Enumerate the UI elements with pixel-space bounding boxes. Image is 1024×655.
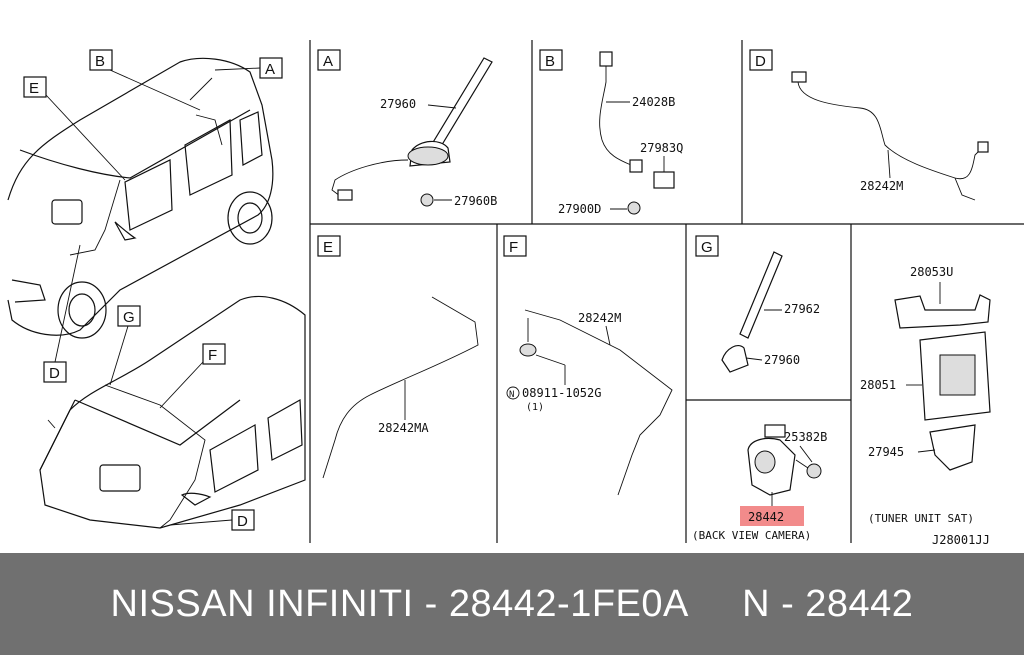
part-28242m-f: 28242M — [578, 311, 621, 325]
part-25382b: 25382B — [784, 430, 827, 444]
callout-e: E — [29, 80, 39, 97]
panel-a: A 27960 27960B — [317, 49, 497, 208]
panel-camera: 25382B 28442 (BACK VIEW CAMERA) — [692, 424, 827, 542]
panel-g: G 27962 27960 — [695, 235, 820, 373]
panel-b: B 24028B 27983Q 27900D — [539, 49, 683, 216]
highlight-28442 — [740, 506, 804, 526]
part-27960b: 27960B — [454, 194, 497, 208]
callout-g: G — [123, 309, 135, 326]
panel-e: E 28242MA — [317, 235, 479, 479]
part-27983q: 27983Q — [640, 141, 683, 155]
part-28242ma: 28242MA — [378, 421, 429, 435]
tuner-caption: (TUNER UNIT SAT) — [868, 512, 974, 525]
diagram-code: J28001JJ — [932, 533, 990, 547]
callout-a: A — [265, 61, 275, 78]
callout-b: B — [95, 53, 105, 70]
part-27900d: 27900D — [558, 202, 601, 216]
part-number-banner: NISSAN INFINITI - 28442-1FE0A N - 28442 — [0, 553, 1024, 655]
part-27960-g: 27960 — [764, 353, 800, 367]
panel-grid — [309, 40, 1024, 543]
overview-car-top — [7, 57, 274, 339]
callout-f: F — [208, 347, 217, 364]
panel-tuner: 28053U 28051 27945 (TUNER UNIT SAT) — [860, 265, 991, 525]
panel-g-letter: G — [701, 239, 713, 256]
part-quantity: (1) — [526, 402, 544, 413]
part-27960: 27960 — [380, 97, 416, 111]
panel-d-letter: D — [755, 53, 766, 70]
panel-a-letter: A — [323, 53, 333, 70]
camera-caption: (BACK VIEW CAMERA) — [692, 529, 811, 542]
part-24028b: 24028B — [632, 95, 675, 109]
panel-e-letter: E — [323, 239, 333, 256]
parts-diagram: A B E D G F D A 27960 27960B B 24028 — [7, 40, 1024, 547]
panel-d: D 28242M — [749, 49, 989, 201]
callout-d-bottom: D — [237, 513, 248, 530]
part-27962: 27962 — [784, 302, 820, 316]
panel-f-letter: F — [509, 239, 518, 256]
part-28051: 28051 — [860, 378, 896, 392]
part-28442: 28442 — [748, 510, 784, 524]
panel-f: F 28242M N 08911-1052G (1) — [503, 235, 673, 496]
part-08911-1052g: 08911-1052G — [522, 386, 601, 400]
overview-callouts: A B E D G F D — [23, 49, 283, 531]
nut-symbol: N — [509, 390, 514, 400]
callout-d-top: D — [49, 365, 60, 382]
banner-text: NISSAN INFINITI - 28442-1FE0A N - 28442 — [110, 582, 914, 625]
part-28053u: 28053U — [910, 265, 953, 279]
part-27945: 27945 — [868, 445, 904, 459]
part-28242m-d: 28242M — [860, 179, 903, 193]
panel-b-letter: B — [545, 53, 555, 70]
overview-car-bottom — [39, 295, 306, 529]
